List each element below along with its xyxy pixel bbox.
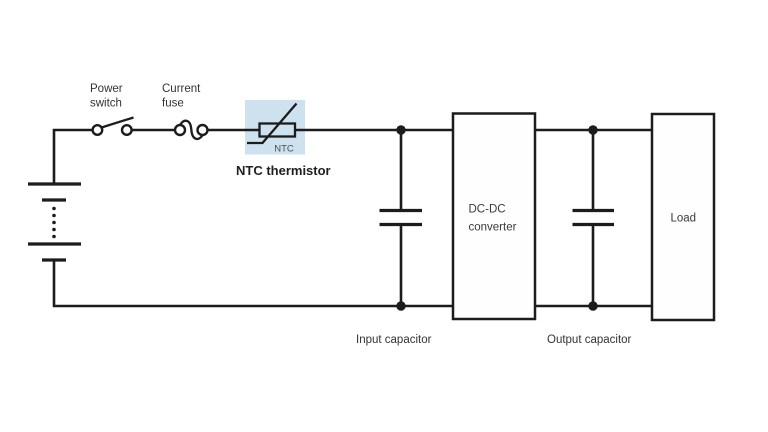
current-fuse-label-line2: fuse [162, 98, 184, 110]
battery-dot [52, 227, 56, 232]
input-capacitor: Input capacitor [356, 130, 432, 346]
power-switch-label-line1: Power [90, 83, 123, 95]
ntc-thermistor-label: NTC thermistor [236, 163, 331, 178]
power-switch-label-line2: switch [90, 98, 122, 110]
thermistor-diagonal [247, 102, 298, 145]
dc-dc-converter-box [451, 112, 537, 321]
dc-dc-converter: DC-DC converter [451, 112, 537, 321]
wire-top-left-corner [52, 128, 93, 184]
dc-dc-converter-label-line1: DC-DC [469, 204, 506, 216]
load: Load [650, 112, 716, 322]
battery [28, 182, 81, 262]
switch-terminal-left [91, 123, 104, 136]
dc-dc-converter-label-line2: converter [469, 222, 517, 234]
output-capacitor-label: Output capacitor [547, 334, 632, 346]
load-box [650, 112, 716, 322]
junction-dot-input-bottom [396, 301, 406, 311]
battery-dot [52, 220, 56, 225]
switch-lever [101, 116, 134, 129]
junction-dots [396, 125, 598, 311]
wires [52, 128, 652, 308]
thermistor-body [258, 122, 297, 138]
fuse-terminal-left [173, 123, 187, 137]
fuse-s-curve [179, 119, 204, 141]
current-fuse-label-line1: Current [162, 83, 201, 95]
input-capacitor-label: Input capacitor [356, 334, 432, 346]
current-fuse: Current fuse [162, 83, 209, 141]
junction-dot-output-top [588, 125, 598, 135]
battery-dot [52, 234, 56, 239]
ntc-symbol-text: NTC [274, 144, 294, 155]
battery-dot [52, 206, 56, 211]
wire-bottom-rail-left [52, 260, 453, 308]
ntc-thermistor: NTC NTC thermistor [236, 102, 331, 178]
battery-dot [52, 213, 56, 218]
load-label: Load [671, 213, 697, 225]
junction-dot-output-bottom [588, 301, 598, 311]
junction-dot-input-top [396, 125, 406, 135]
output-capacitor: Output capacitor [547, 130, 632, 346]
fuse-terminal-right [196, 123, 209, 137]
switch-terminal-right [120, 123, 133, 136]
power-switch: Power switch [90, 83, 134, 136]
